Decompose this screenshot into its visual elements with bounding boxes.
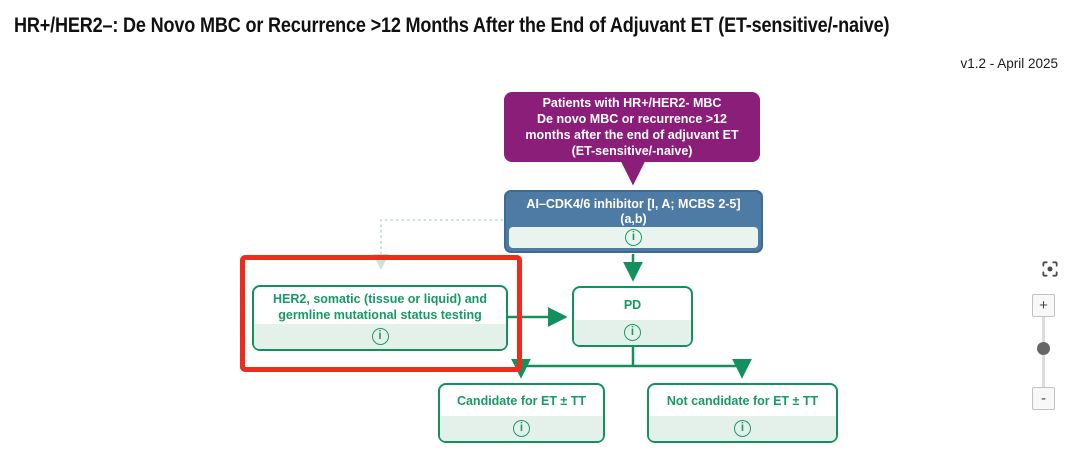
version-label: v1.2 - April 2025 bbox=[960, 56, 1058, 71]
node-text: AI–CDK4/6 inhibitor [I, A; MCBS 2-5] bbox=[526, 197, 741, 211]
connector-treatment-to-testing-dotted bbox=[373, 219, 503, 270]
info-icon[interactable]: i bbox=[513, 420, 530, 437]
zoom-in-button[interactable]: + bbox=[1032, 294, 1055, 317]
flow-node-pd[interactable]: PD i bbox=[572, 286, 693, 347]
info-strip: i bbox=[509, 227, 758, 248]
node-text: Not candidate for ET ± TT bbox=[666, 394, 819, 408]
info-icon[interactable]: i bbox=[734, 420, 751, 437]
reset-view-button[interactable] bbox=[1039, 259, 1061, 281]
flow-node-ai-cdk46-inhibitor[interactable]: AI–CDK4/6 inhibitor [I, A; MCBS 2-5] (a,… bbox=[504, 190, 763, 253]
node-text: Patients with HR+/HER2- MBC bbox=[542, 96, 722, 110]
zoom-slider-handle[interactable] bbox=[1037, 342, 1050, 355]
info-strip: i bbox=[649, 416, 836, 441]
flow-node-not-candidate-et-tt[interactable]: Not candidate for ET ± TT i bbox=[647, 383, 838, 443]
flow-node-candidate-et-tt[interactable]: Candidate for ET ± TT i bbox=[438, 383, 605, 443]
node-text: (ET-sensitive/-naive) bbox=[571, 144, 693, 158]
node-text: Candidate for ET ± TT bbox=[456, 394, 587, 408]
info-icon[interactable]: i bbox=[625, 229, 642, 246]
flow-node-patients[interactable]: Patients with HR+/HER2- MBC De novo MBC … bbox=[504, 92, 760, 162]
info-strip: i bbox=[254, 324, 506, 349]
info-strip: i bbox=[440, 416, 603, 441]
info-strip: i bbox=[574, 320, 691, 345]
flow-node-mutational-status-testing[interactable]: HER2, somatic (tissue or liquid) and ger… bbox=[252, 285, 508, 351]
connector-pd-split bbox=[521, 346, 742, 368]
info-icon[interactable]: i bbox=[624, 324, 641, 341]
node-text: PD bbox=[623, 298, 642, 312]
node-text: months after the end of adjuvant ET bbox=[525, 128, 739, 142]
node-text: De novo MBC or recurrence >12 bbox=[537, 112, 727, 126]
node-text: germline mutational status testing bbox=[278, 308, 482, 322]
node-text: (a,b) bbox=[620, 212, 647, 226]
node-text: HER2, somatic (tissue or liquid) and bbox=[273, 292, 487, 306]
page-title: HR+/HER2–: De Novo MBC or Recurrence >12… bbox=[14, 13, 890, 37]
focus-center-icon bbox=[1042, 261, 1058, 277]
zoom-out-button[interactable]: - bbox=[1032, 387, 1055, 410]
info-icon[interactable]: i bbox=[371, 328, 389, 345]
